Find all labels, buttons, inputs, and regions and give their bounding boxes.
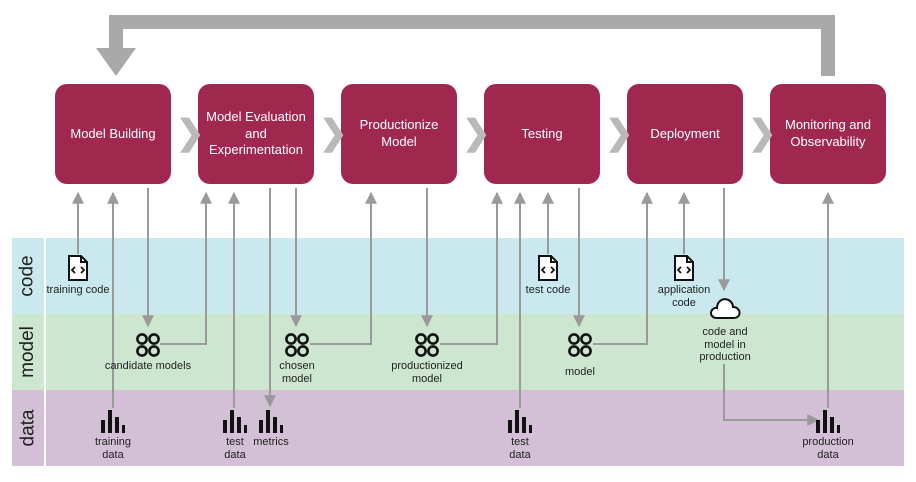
code-file-icon [68, 255, 88, 281]
label-test-data: test data [509, 436, 531, 461]
label-code-and-model-in-production: code and model in production [699, 326, 751, 364]
bar-chart-icon [508, 410, 532, 433]
label-model: model [565, 366, 595, 378]
label-chosen-model: chosen model [279, 360, 315, 385]
arrow-model-to-deployment [593, 191, 653, 345]
stage-productionize-model: Productionize Model [341, 84, 457, 184]
cloud-icon [710, 298, 741, 319]
arrow-productionized-to-testing [440, 191, 503, 345]
label-productionized-model: productionized model [391, 360, 463, 385]
code-file-icon [674, 255, 694, 281]
label-metrics: metrics [253, 436, 289, 448]
data-lane [12, 390, 904, 466]
label-production-data: production data [802, 436, 854, 461]
stage-model-building: Model Building [55, 84, 171, 184]
model-circles-icon [136, 333, 160, 357]
chevron-right-icon: ❯ [176, 114, 205, 152]
label-test-data: test data [224, 436, 246, 461]
model-circles-icon [568, 333, 592, 357]
label-training-data: training data [94, 436, 132, 461]
chevron-right-icon: ❯ [462, 114, 491, 152]
code-file-icon [538, 255, 558, 281]
feedback-loop-arrow [109, 15, 835, 76]
arrow-chosen-to-productionize [310, 191, 377, 345]
arrow-production-to-production-data [723, 364, 820, 426]
model-lane [12, 314, 904, 390]
stage-deployment: Deployment [627, 84, 743, 184]
bar-chart-icon [101, 410, 125, 433]
bar-chart-icon [259, 410, 283, 433]
feedback-arrow-head [96, 48, 136, 76]
bar-chart-icon [223, 410, 247, 433]
stage-monitoring: Monitoring and Observability [770, 84, 886, 184]
arrow-candidate-to-evaluation [160, 191, 212, 345]
code-lane [12, 238, 904, 314]
bar-chart-icon [816, 410, 840, 433]
chevron-right-icon: ❯ [319, 114, 348, 152]
stage-testing: Testing [484, 84, 600, 184]
label-training-code: training code [46, 284, 110, 296]
label-candidate-models: candidate models [104, 360, 192, 372]
chevron-right-icon: ❯ [605, 114, 634, 152]
lane-divider [44, 238, 46, 466]
label-test-code: test code [525, 284, 571, 296]
chevron-right-icon: ❯ [748, 114, 777, 152]
model-circles-icon [415, 333, 439, 357]
stage-model-evaluation: Model Evaluation and Experimentation [198, 84, 314, 184]
model-circles-icon [285, 333, 309, 357]
label-application-code: application code [657, 284, 711, 309]
